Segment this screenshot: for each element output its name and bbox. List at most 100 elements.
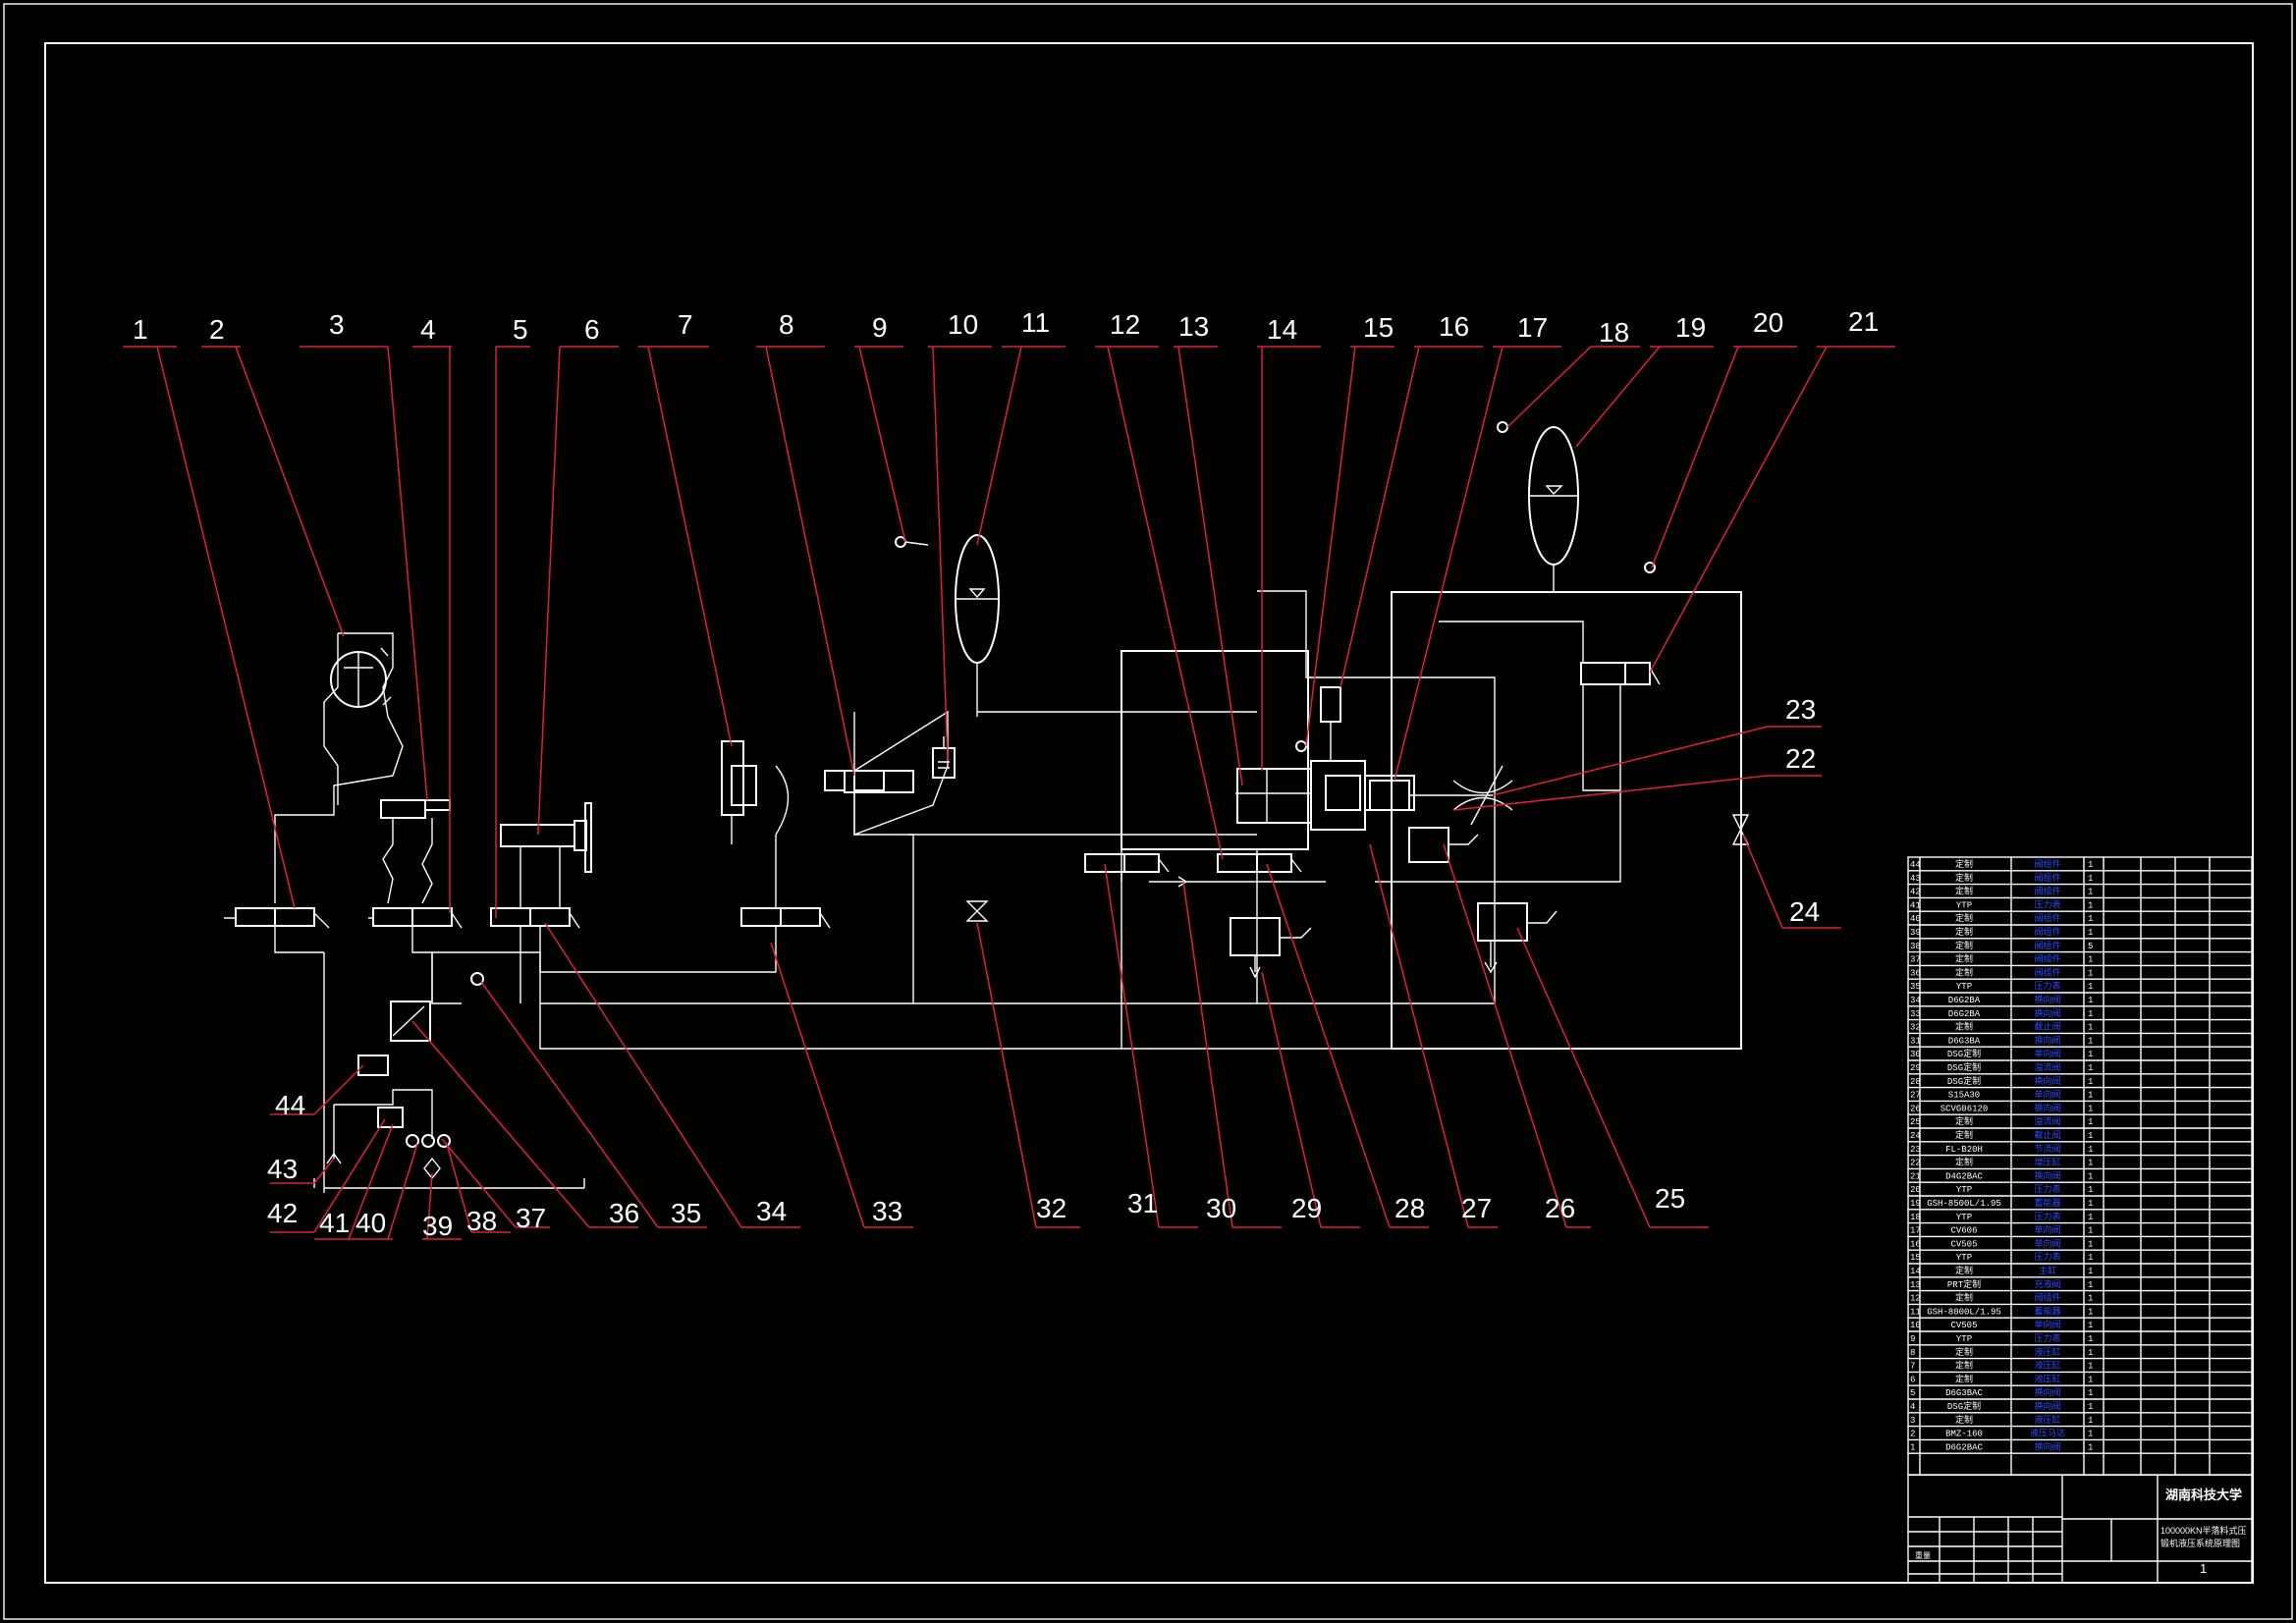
bom-row-name: 压力表 <box>2034 898 2060 909</box>
callout-23: 23 <box>1785 694 1816 725</box>
bom-row-number: 44 <box>1910 860 1921 870</box>
bom-row-name: 阀组件 <box>2034 1292 2060 1303</box>
bom-row-number: 6 <box>1910 1375 1915 1384</box>
bom-row-number: 23 <box>1910 1145 1921 1155</box>
callout-17: 17 <box>1517 312 1548 343</box>
bom-row-code: DSG定制 <box>1947 1048 1981 1059</box>
bom-row-qty: 1 <box>2088 914 2093 924</box>
callout-3: 3 <box>329 309 345 340</box>
bom-row-name: 换向阀 <box>2034 1169 2060 1180</box>
callout-7: 7 <box>678 309 693 340</box>
bom-row-name: 阀组件 <box>2034 926 2060 937</box>
bom-row-name: 主缸 <box>2039 1265 2056 1275</box>
bom-row-qty: 1 <box>2088 1199 2093 1209</box>
bom-row-number: 27 <box>1910 1091 1921 1101</box>
bom-row-qty: 1 <box>2088 1253 2093 1263</box>
bom-row-number: 40 <box>1910 914 1921 924</box>
bom-row-code: D4G2BAC <box>1945 1171 1983 1181</box>
callout-29: 29 <box>1291 1193 1322 1223</box>
bom-row-qty: 1 <box>2088 1294 2093 1304</box>
bom-row-code: SCVG06120 <box>1941 1104 1989 1113</box>
bom-row-code: DSG定制 <box>1947 1061 1981 1073</box>
bom-row-name: 节流阀 <box>2034 1143 2060 1154</box>
bom-row-number: 10 <box>1910 1321 1921 1330</box>
callout-26: 26 <box>1545 1193 1575 1223</box>
bom-row-code: D6G3BA <box>1948 1036 1981 1046</box>
bom-row-number: 24 <box>1910 1131 1921 1141</box>
bom-row-qty: 1 <box>2088 1307 2093 1317</box>
bom-row-qty: 1 <box>2088 1159 2093 1168</box>
bom-row-name: 单向阀 <box>2034 1048 2060 1058</box>
bom-row-qty: 1 <box>2088 874 2093 884</box>
bom-row-qty: 1 <box>2088 1348 2093 1358</box>
bom-row-name: 溢流阀 <box>2034 1061 2060 1072</box>
bom-row-name: 液压缸 <box>2034 1373 2060 1383</box>
bom-row-number: 18 <box>1910 1213 1921 1222</box>
bom-row-code: 定制 <box>1955 1360 1973 1372</box>
bom-row-code: S15A30 <box>1948 1091 1980 1101</box>
bom-row-name: 单向阀 <box>2034 1319 2060 1329</box>
bom-row-qty: 1 <box>2088 1009 2093 1019</box>
callout-22: 22 <box>1785 743 1816 774</box>
bom-row-name: 换向阀 <box>2034 1075 2060 1086</box>
callout-33: 33 <box>872 1196 902 1226</box>
bom-row-code: 定制 <box>1955 1346 1973 1358</box>
bom-row-number: 15 <box>1910 1253 1921 1263</box>
bom-row-name: 液压马达 <box>2030 1428 2065 1438</box>
callout-42: 42 <box>267 1198 298 1228</box>
bom-row-qty: 1 <box>2088 1117 2093 1127</box>
bom-row-number: 11 <box>1910 1307 1921 1317</box>
bom-row-code: CV505 <box>1950 1321 1977 1330</box>
bom-row-qty: 1 <box>2088 1362 2093 1372</box>
bom-row-name: 压力表 <box>2034 1183 2060 1194</box>
bom-row-qty: 1 <box>2088 1267 2093 1276</box>
bom-row-number: 43 <box>1910 874 1921 884</box>
bom-row-qty: 1 <box>2088 1185 2093 1195</box>
bom-row-qty: 1 <box>2088 1280 2093 1290</box>
bom-row-number: 33 <box>1910 1009 1921 1019</box>
title-block: 湖南科技大学 100000KN半落料式压 锻机液压系统原理图 重量 1 <box>1907 1474 2253 1584</box>
sheet-number: 1 <box>2200 1561 2207 1576</box>
bom-row-number: 16 <box>1910 1239 1921 1249</box>
bom-row-name: 液压缸 <box>2034 1414 2060 1425</box>
bom-row-number: 25 <box>1910 1117 1921 1127</box>
bom-row-name: 压力表 <box>2034 1251 2060 1262</box>
callout-44: 44 <box>275 1090 305 1120</box>
bom-row-name: 增压缸 <box>2034 1157 2060 1167</box>
bom-row-qty: 1 <box>2088 1416 2093 1426</box>
bom-row-code: 定制 <box>1955 1115 1973 1127</box>
bom-row-qty: 1 <box>2088 860 2093 870</box>
bom-row-qty: 1 <box>2088 1375 2093 1384</box>
bom-row-qty: 1 <box>2088 900 2093 910</box>
bom-row-code: 定制 <box>1955 912 1973 924</box>
bom-row-name: 充液阀 <box>2034 1278 2060 1289</box>
callout-41: 41 <box>319 1208 350 1238</box>
bom-row-name: 阀组件 <box>2034 953 2060 964</box>
callout-43: 43 <box>267 1154 298 1184</box>
bom-row-number: 41 <box>1910 900 1921 910</box>
callout-35: 35 <box>671 1198 701 1228</box>
callout-numbers: 1 2 3 4 5 6 7 8 9 10 11 12 13 14 15 16 1… <box>133 306 1879 1241</box>
bom-row-name: 截止阀 <box>2034 1021 2060 1032</box>
bom-row-number: 14 <box>1910 1267 1921 1276</box>
bom-row-code: YTP <box>1956 982 1972 992</box>
callout-16: 16 <box>1439 311 1469 342</box>
bom-row-number: 32 <box>1910 1023 1921 1033</box>
bom-row-qty: 1 <box>2088 968 2093 978</box>
hydraulic-circuit <box>224 421 1750 1193</box>
bom-row-qty: 1 <box>2088 928 2093 938</box>
bom-row-code: GSH-8500L/1.95 <box>1927 1199 2001 1209</box>
bom-row-name: 换向阀 <box>2034 1034 2060 1045</box>
callout-24: 24 <box>1789 896 1820 927</box>
bom-row-number: 13 <box>1910 1280 1921 1290</box>
bom-row-code: GSH-8000L/1.95 <box>1927 1307 2001 1317</box>
callout-32: 32 <box>1036 1193 1066 1223</box>
callout-12: 12 <box>1110 309 1140 340</box>
bom-row-number: 17 <box>1910 1226 1921 1236</box>
bom-row-name: 压力表 <box>2034 1332 2060 1343</box>
bom-row-number: 3 <box>1910 1416 1915 1426</box>
drawing-title-line2: 锻机液压系统原理图 <box>2160 1538 2240 1548</box>
bom-row-code: 定制 <box>1955 1265 1973 1276</box>
bom-row-qty: 1 <box>2088 1388 2093 1398</box>
